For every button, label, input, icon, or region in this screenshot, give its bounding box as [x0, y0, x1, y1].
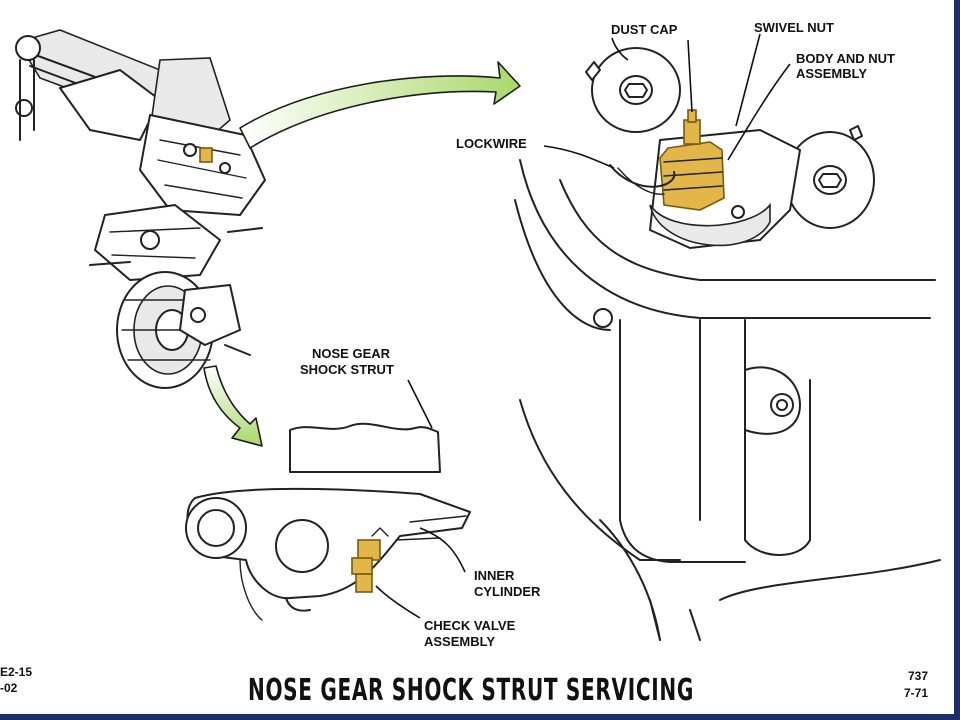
leader-lines	[375, 33, 791, 619]
label-inner-cylinder-line1: INNER	[474, 568, 515, 583]
label-check-valve-assembly-line1: CHECK VALVE	[424, 618, 516, 633]
diagram-title: NOSE GEAR SHOCK STRUT SERVICING	[248, 673, 694, 708]
check-valve-top-detail-illustration	[514, 47, 941, 641]
label-nose-gear-shock-strut-line1: NOSE GEAR	[312, 346, 391, 361]
check-valve-lower-detail-illustration	[185, 422, 471, 621]
label-body-and-nut-assembly-line2: ASSEMBLY	[796, 66, 867, 81]
bottom-frame-border	[0, 714, 960, 720]
label-check-valve-assembly-line2: ASSEMBLY	[424, 634, 495, 649]
right-frame-border	[954, 0, 960, 720]
arrow-to-lower-detail	[203, 365, 263, 447]
label-body-and-nut-assembly-line1: BODY AND NUT	[796, 51, 895, 66]
arrow-to-top-detail	[239, 61, 521, 149]
label-lockwire: LOCKWIRE	[456, 136, 527, 151]
label-inner-cylinder-line2: CYLINDER	[474, 584, 541, 599]
label-swivel-nut: SWIVEL NUT	[754, 20, 834, 35]
corner-code-right-line2: 7-71	[904, 686, 928, 700]
corner-code-left-line2: -02	[0, 681, 18, 695]
corner-code-right-line1: 737	[908, 669, 928, 683]
nose-gear-overview-illustration	[15, 29, 266, 389]
label-dust-cap: DUST CAP	[611, 22, 678, 37]
corner-code-left-line1: E2-15	[0, 665, 32, 679]
label-nose-gear-shock-strut-line2: SHOCK STRUT	[300, 362, 394, 377]
